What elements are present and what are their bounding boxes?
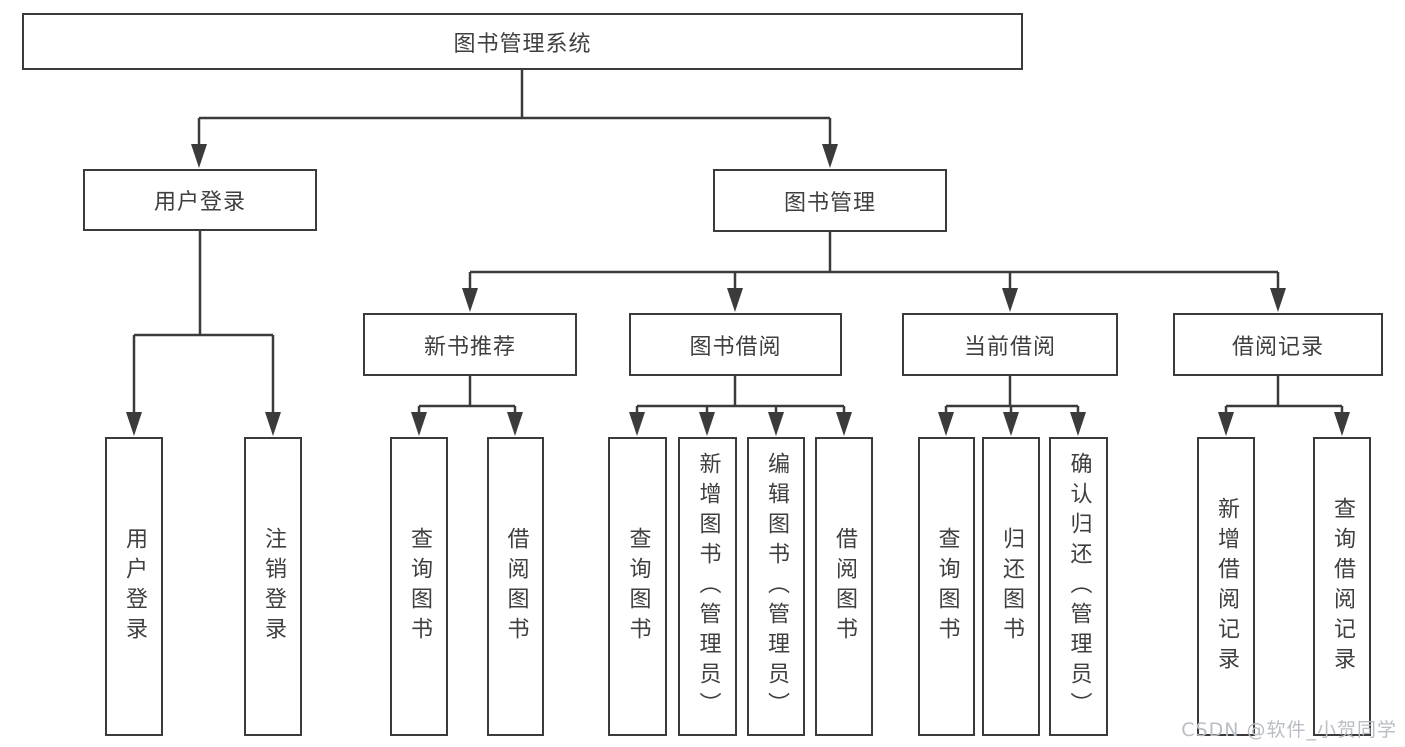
node-borrowing-records-label: 借阅记录 bbox=[1231, 334, 1324, 360]
leaf-borrow-books: 借阅图书 bbox=[815, 437, 873, 736]
leaf-edit-books-admin-label: 编辑图书（管理员） bbox=[764, 451, 789, 722]
watermark: CSDN @软件_小贺同学 bbox=[1181, 719, 1397, 741]
leaf-logout-label: 注销登录 bbox=[261, 526, 286, 647]
node-book-borrowing: 图书借阅 bbox=[629, 313, 842, 376]
leaf-borrow-books-recommend: 借阅图书 bbox=[487, 437, 544, 736]
leaf-user-login: 用户登录 bbox=[105, 437, 163, 736]
node-current-borrowing: 当前借阅 bbox=[902, 313, 1118, 376]
leaf-add-borrow-record: 新增借阅记录 bbox=[1197, 437, 1255, 736]
node-new-book-recommend-label: 新书推荐 bbox=[423, 334, 516, 360]
leaf-return-books-label: 归还图书 bbox=[999, 526, 1024, 647]
leaf-add-books-admin: 新增图书（管理员） bbox=[678, 437, 737, 736]
leaf-borrow-books-label: 借阅图书 bbox=[832, 526, 857, 647]
node-user-login-label: 用户登录 bbox=[153, 190, 246, 215]
leaf-edit-books-admin: 编辑图书（管理员） bbox=[747, 437, 805, 736]
leaf-query-books-recommend-label: 查询图书 bbox=[407, 526, 432, 647]
leaf-add-borrow-record-label: 新增借阅记录 bbox=[1214, 496, 1239, 677]
node-current-borrowing-label: 当前借阅 bbox=[963, 334, 1056, 360]
leaf-query-books-current-label: 查询图书 bbox=[934, 526, 960, 647]
leaf-query-borrow-record-label: 查询借阅记录 bbox=[1330, 496, 1355, 677]
leaf-add-books-admin-label: 新增图书（管理员） bbox=[695, 451, 721, 722]
node-borrowing-records: 借阅记录 bbox=[1173, 313, 1383, 376]
leaf-return-books: 归还图书 bbox=[982, 437, 1040, 736]
node-book-management-label: 图书管理 bbox=[783, 190, 876, 216]
leaf-logout: 注销登录 bbox=[244, 437, 302, 736]
node-book-borrowing-label: 图书借阅 bbox=[689, 334, 782, 360]
arrowheads bbox=[126, 144, 1350, 436]
leaf-query-borrow-record: 查询借阅记录 bbox=[1313, 437, 1371, 736]
node-root: 图书管理系统 bbox=[22, 13, 1023, 70]
node-new-book-recommend: 新书推荐 bbox=[363, 313, 577, 376]
leaf-query-books-borrow: 查询图书 bbox=[608, 437, 667, 736]
leaf-confirm-return-admin-label: 确认归还（管理员） bbox=[1066, 451, 1092, 722]
leaf-confirm-return-admin: 确认归还（管理员） bbox=[1049, 437, 1108, 736]
node-user-login: 用户登录 bbox=[83, 169, 317, 231]
node-root-label: 图书管理系统 bbox=[453, 31, 592, 57]
leaf-query-books-current: 查询图书 bbox=[918, 437, 975, 736]
node-book-management: 图书管理 bbox=[713, 169, 947, 232]
leaf-query-books-borrow-label: 查询图书 bbox=[625, 526, 651, 647]
leaf-borrow-books-recommend-label: 借阅图书 bbox=[503, 526, 529, 647]
leaf-user-login-label: 用户登录 bbox=[122, 526, 147, 647]
leaf-query-books-recommend: 查询图书 bbox=[390, 437, 448, 736]
